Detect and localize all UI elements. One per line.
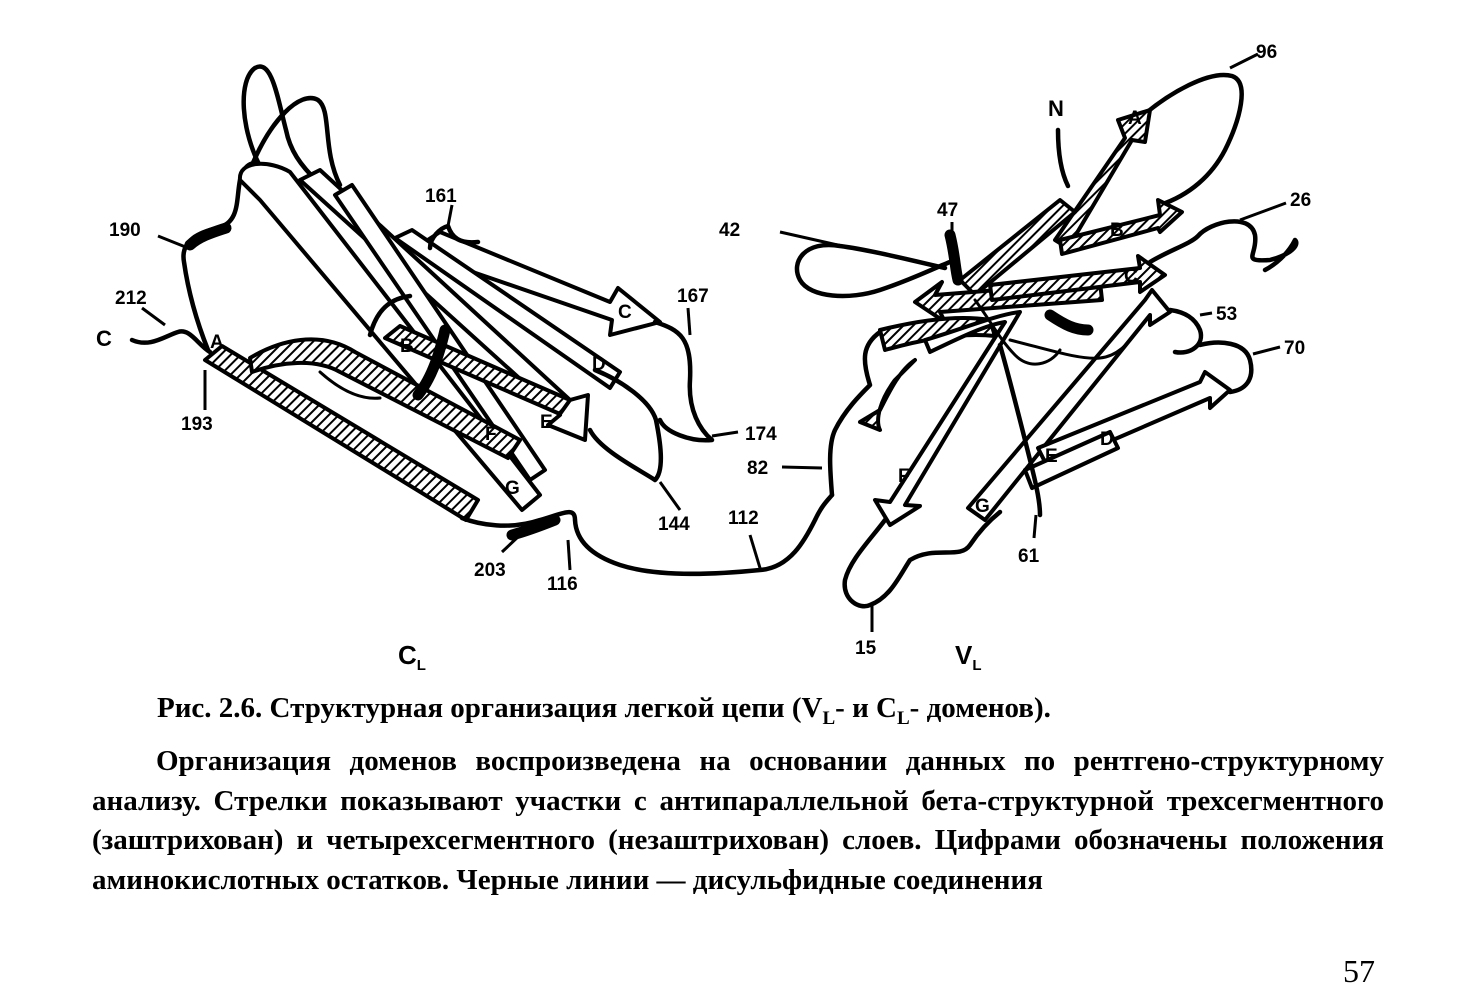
label-112: 112 — [728, 508, 759, 529]
caption-title-part2: - и C — [835, 692, 897, 724]
label-42: 42 — [719, 220, 740, 241]
strand-letter-cl-e: E — [540, 412, 553, 433]
label-26: 26 — [1290, 190, 1311, 211]
vl-disulfide-bond — [944, 229, 964, 286]
caption-title-part1: Структурная организация легкой цепи (V — [269, 692, 823, 724]
figure-number: Рис. 2.6. — [157, 692, 263, 724]
vl-inner-loop — [1008, 326, 1142, 360]
caption-title-part3: - доменов). — [909, 692, 1051, 724]
vl-inner-loop-2 — [973, 298, 1062, 366]
cl-disulfide-dark-1 — [184, 222, 232, 251]
vl-strand-hatched-2 — [958, 198, 1077, 297]
light-chain-domain-diagram: A B C D E F G A B C D E F G 96 N 47 26 4… — [96, 42, 1311, 674]
cl-loop-167-174 — [652, 319, 715, 443]
label-47: 47 — [937, 200, 958, 221]
label-167: 167 — [677, 286, 709, 307]
cl-top-loop — [241, 64, 321, 185]
vl-loop-53 — [1167, 307, 1204, 355]
cl-top-loop-2 — [247, 96, 343, 188]
strand-letter-vl-b: B — [1110, 220, 1124, 241]
label-15: 15 — [855, 638, 877, 659]
cl-disulfide-bond — [412, 324, 451, 401]
label-203: 203 — [474, 560, 506, 581]
cl-c-tail — [129, 329, 213, 355]
label-n-terminus: N — [1048, 96, 1064, 121]
cl-inner-loop — [318, 370, 382, 400]
strand-letter-vl-d: D — [1100, 429, 1114, 450]
vl-strand-hatched-5 — [988, 254, 1167, 302]
vl-loop-82 — [827, 329, 883, 498]
vl-strand-hatched-7 — [858, 358, 917, 432]
label-82: 82 — [747, 458, 768, 479]
strand-letter-cl-b: B — [400, 336, 414, 357]
residue-labels: 96 N 47 26 42 53 70 82 61 15 112 161 167… — [96, 42, 1311, 659]
vl-loop-61 — [997, 342, 1043, 518]
figure-caption-title: Рис. 2.6. Структурная организация легкой… — [157, 692, 1051, 730]
strand-letter-vl-e: E — [1045, 446, 1058, 467]
cl-strand-hatched-3 — [383, 324, 572, 416]
vl-strand-hatched-1 — [1053, 108, 1152, 250]
domain-label-cl: CL — [398, 640, 426, 674]
strand-letter-cl-f: F — [485, 424, 497, 445]
label-leaders — [141, 52, 1287, 632]
vl-strand-open-2 — [966, 288, 1172, 522]
strand-letter-cl-d: D — [592, 354, 606, 375]
label-161: 161 — [425, 186, 457, 207]
label-190: 190 — [109, 220, 141, 241]
vl-loop-26 — [1147, 219, 1299, 273]
label-53: 53 — [1216, 304, 1237, 325]
cl-strand-hatched-long — [203, 344, 480, 522]
cl-strand-open-5 — [393, 228, 622, 390]
vl-domain — [794, 72, 1299, 609]
caption-sub1: L — [822, 707, 836, 729]
label-193: 193 — [181, 414, 213, 435]
label-61: 61 — [1018, 546, 1040, 567]
cl-strand-hatched-2 — [248, 337, 522, 460]
strand-letters: A B C D E F G A B C D E F G — [210, 108, 1142, 517]
vl-strand-open-1 — [873, 310, 1022, 527]
domain-label-vl: VL — [955, 640, 982, 674]
label-144: 144 — [658, 514, 690, 535]
label-96: 96 — [1256, 42, 1277, 63]
vl-loop-70 — [1197, 340, 1254, 395]
vl-loop-42 — [794, 242, 953, 299]
vl-strand-hatched-4 — [1058, 198, 1184, 256]
cl-connect-loop — [367, 293, 413, 338]
strand-letter-cl-c: C — [618, 302, 632, 323]
vl-strand-open-4 — [1023, 430, 1120, 490]
figure-caption-body: Организация доменов воспроизведена на ос… — [92, 745, 1384, 896]
label-c-terminus: C — [96, 326, 112, 351]
label-174: 174 — [745, 424, 777, 445]
strand-letter-cl-g: G — [505, 478, 520, 499]
cl-loop-144 — [587, 367, 664, 483]
label-116: 116 — [547, 574, 578, 595]
cl-disulfide-dark-2 — [506, 514, 561, 541]
vl-loop-15 — [842, 509, 1003, 609]
vl-loop-96 — [1137, 72, 1244, 208]
label-212: 212 — [115, 288, 147, 309]
strand-letter-cl-a: A — [210, 332, 224, 353]
caption-sub2: L — [896, 707, 910, 729]
strand-letter-vl-a: A — [1128, 108, 1142, 129]
strand-letter-vl-g: G — [975, 496, 990, 517]
page-number: 57 — [1343, 953, 1375, 989]
strand-letter-vl-f: F — [898, 466, 910, 487]
strand-letter-vl-c: C — [1124, 266, 1138, 287]
cl-domain — [129, 64, 835, 577]
vl-disulfide-bond-2 — [1044, 309, 1094, 336]
label-70: 70 — [1284, 338, 1305, 359]
vl-n-tail — [1055, 127, 1071, 189]
